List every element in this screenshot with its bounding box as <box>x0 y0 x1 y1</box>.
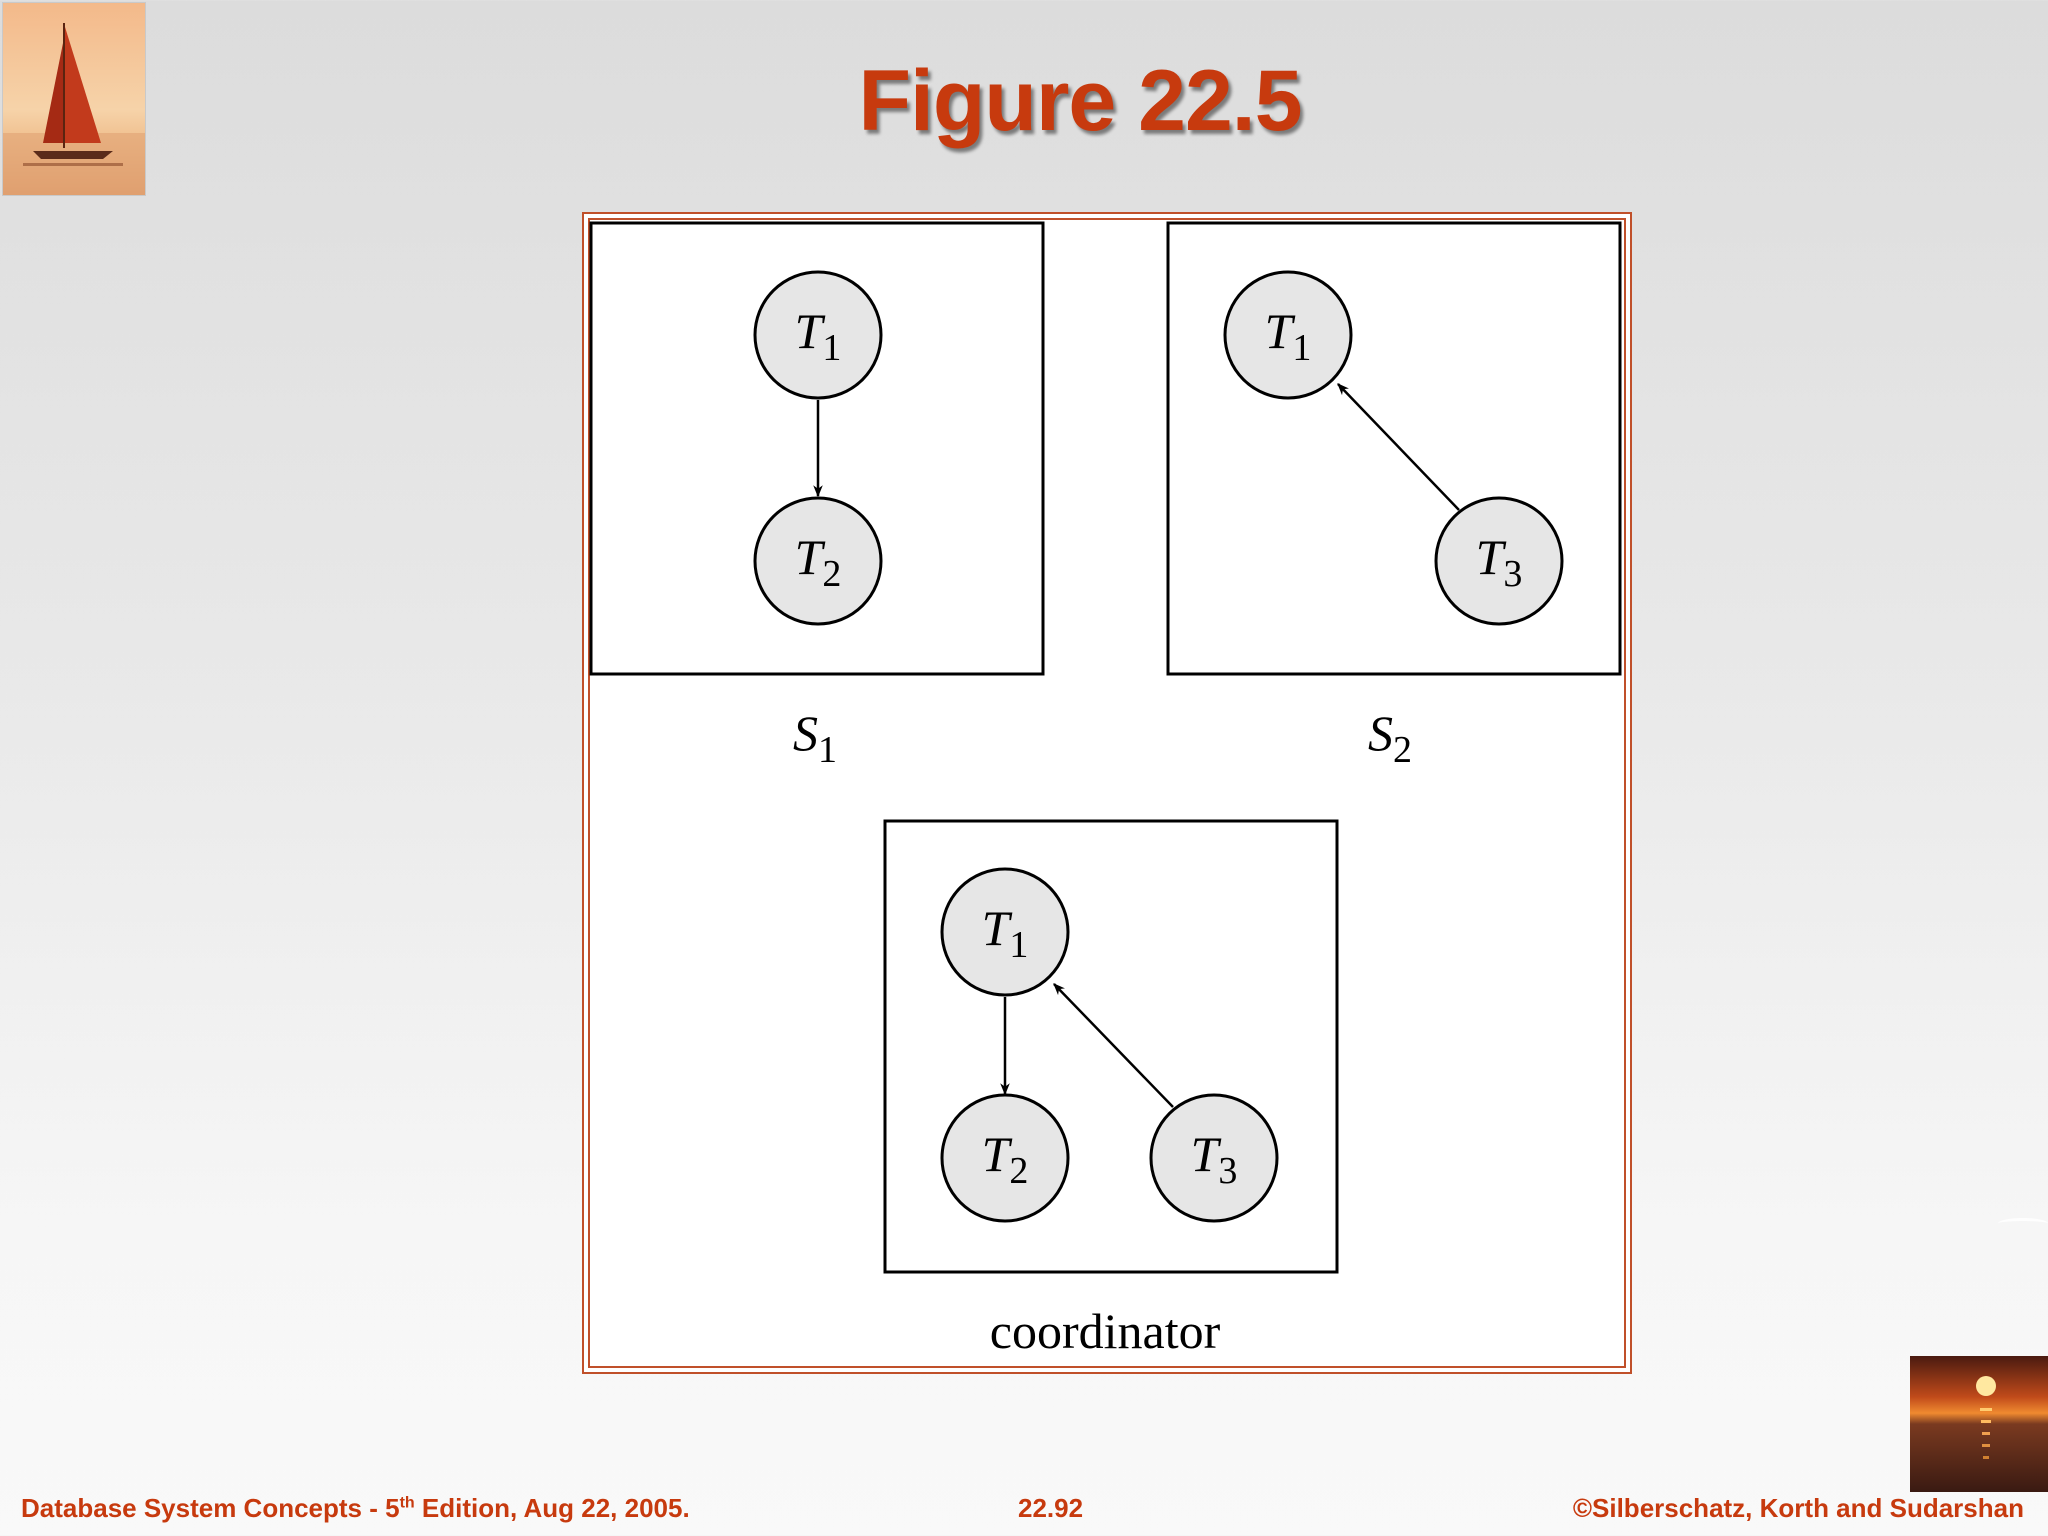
coordinator-label: coordinator <box>990 1303 1221 1359</box>
footer-copyright: ©Silberschatz, Korth and Sudarshan <box>1572 1493 2024 1523</box>
node-s1-t1: T1 <box>753 270 883 400</box>
site-s2-box <box>1166 221 1622 676</box>
site-s2-label: S2 <box>1368 705 1412 771</box>
svg-text:T1: T1 <box>795 303 842 369</box>
edge-c-t3-t1 <box>1053 983 1174 1108</box>
slide-title: Figure 22.5 <box>858 53 1302 149</box>
coordinator-box <box>883 819 1339 1274</box>
svg-text:T2: T2 <box>982 1126 1029 1192</box>
node-c-t3: T3 <box>1149 1093 1279 1223</box>
sunset-logo <box>1910 1356 2048 1492</box>
svg-text:T1: T1 <box>982 900 1029 966</box>
sailboat-logo <box>2 2 146 196</box>
node-s2-t3: T3 <box>1434 496 1564 626</box>
svg-text:T3: T3 <box>1476 529 1523 595</box>
footer-book-title: Database System Concepts - 5th Edition, … <box>21 1493 690 1523</box>
svg-text:T3: T3 <box>1191 1126 1238 1192</box>
svg-text:T2: T2 <box>795 529 842 595</box>
node-c-t1: T1 <box>940 867 1070 997</box>
svg-text:T1: T1 <box>1265 303 1312 369</box>
node-s1-t2: T2 <box>753 496 883 626</box>
node-s2-t1: T1 <box>1223 270 1353 400</box>
site-s1-label: S1 <box>793 705 837 771</box>
light-glare <box>1998 1218 2048 1229</box>
deadlock-diagram: T1 T2 T1 T3 T1 T2 T3 S1 S2 coordinator <box>589 221 1622 1359</box>
node-c-t2: T2 <box>940 1093 1070 1223</box>
edge-s2-t3-t1 <box>1337 383 1460 511</box>
footer-page-number: 22.92 <box>1018 1493 1084 1523</box>
